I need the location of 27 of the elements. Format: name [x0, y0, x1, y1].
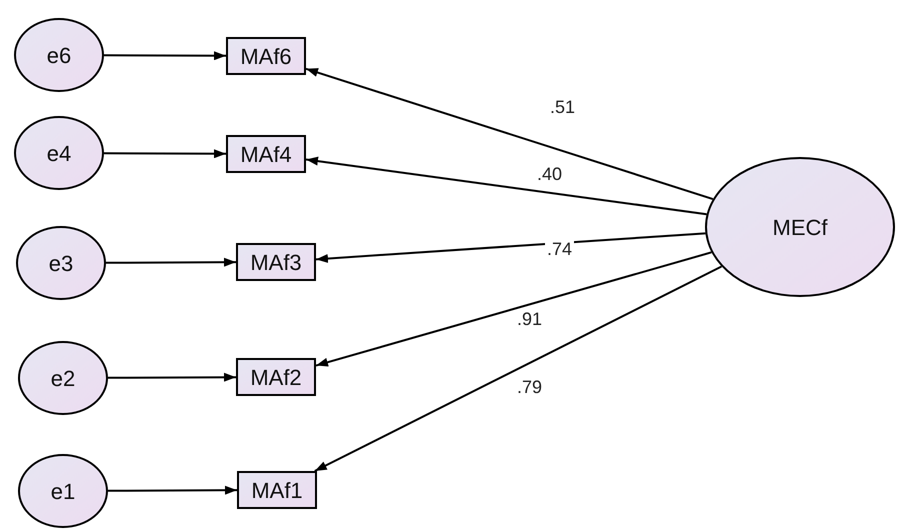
node-label: MECf — [772, 214, 828, 242]
node-label: e1 — [50, 478, 76, 506]
variable-box — [236, 358, 316, 396]
arrow — [108, 486, 237, 495]
arrow — [108, 372, 236, 382]
variable-box — [226, 37, 306, 75]
node-label: MAf4 — [240, 140, 292, 168]
arrow — [316, 251, 712, 368]
node-label: e3 — [48, 250, 74, 278]
node-label: MAf1 — [251, 476, 303, 504]
node-label: e4 — [46, 140, 72, 168]
node-label: MAf2 — [250, 364, 302, 392]
edge-label: .74 — [545, 240, 574, 258]
node-label: MAf6 — [240, 42, 292, 70]
node-label: e6 — [46, 42, 72, 70]
arrow — [306, 67, 714, 200]
arrow — [104, 149, 226, 158]
node-label: e2 — [50, 364, 76, 392]
node-label: MAf3 — [250, 248, 302, 276]
arrow — [314, 266, 722, 472]
variable-box — [236, 243, 316, 281]
variable-box — [237, 471, 317, 509]
arrow — [104, 51, 226, 60]
arrow — [306, 156, 707, 216]
arrow — [316, 232, 706, 264]
variable-box — [226, 135, 306, 173]
arrow — [106, 258, 236, 267]
